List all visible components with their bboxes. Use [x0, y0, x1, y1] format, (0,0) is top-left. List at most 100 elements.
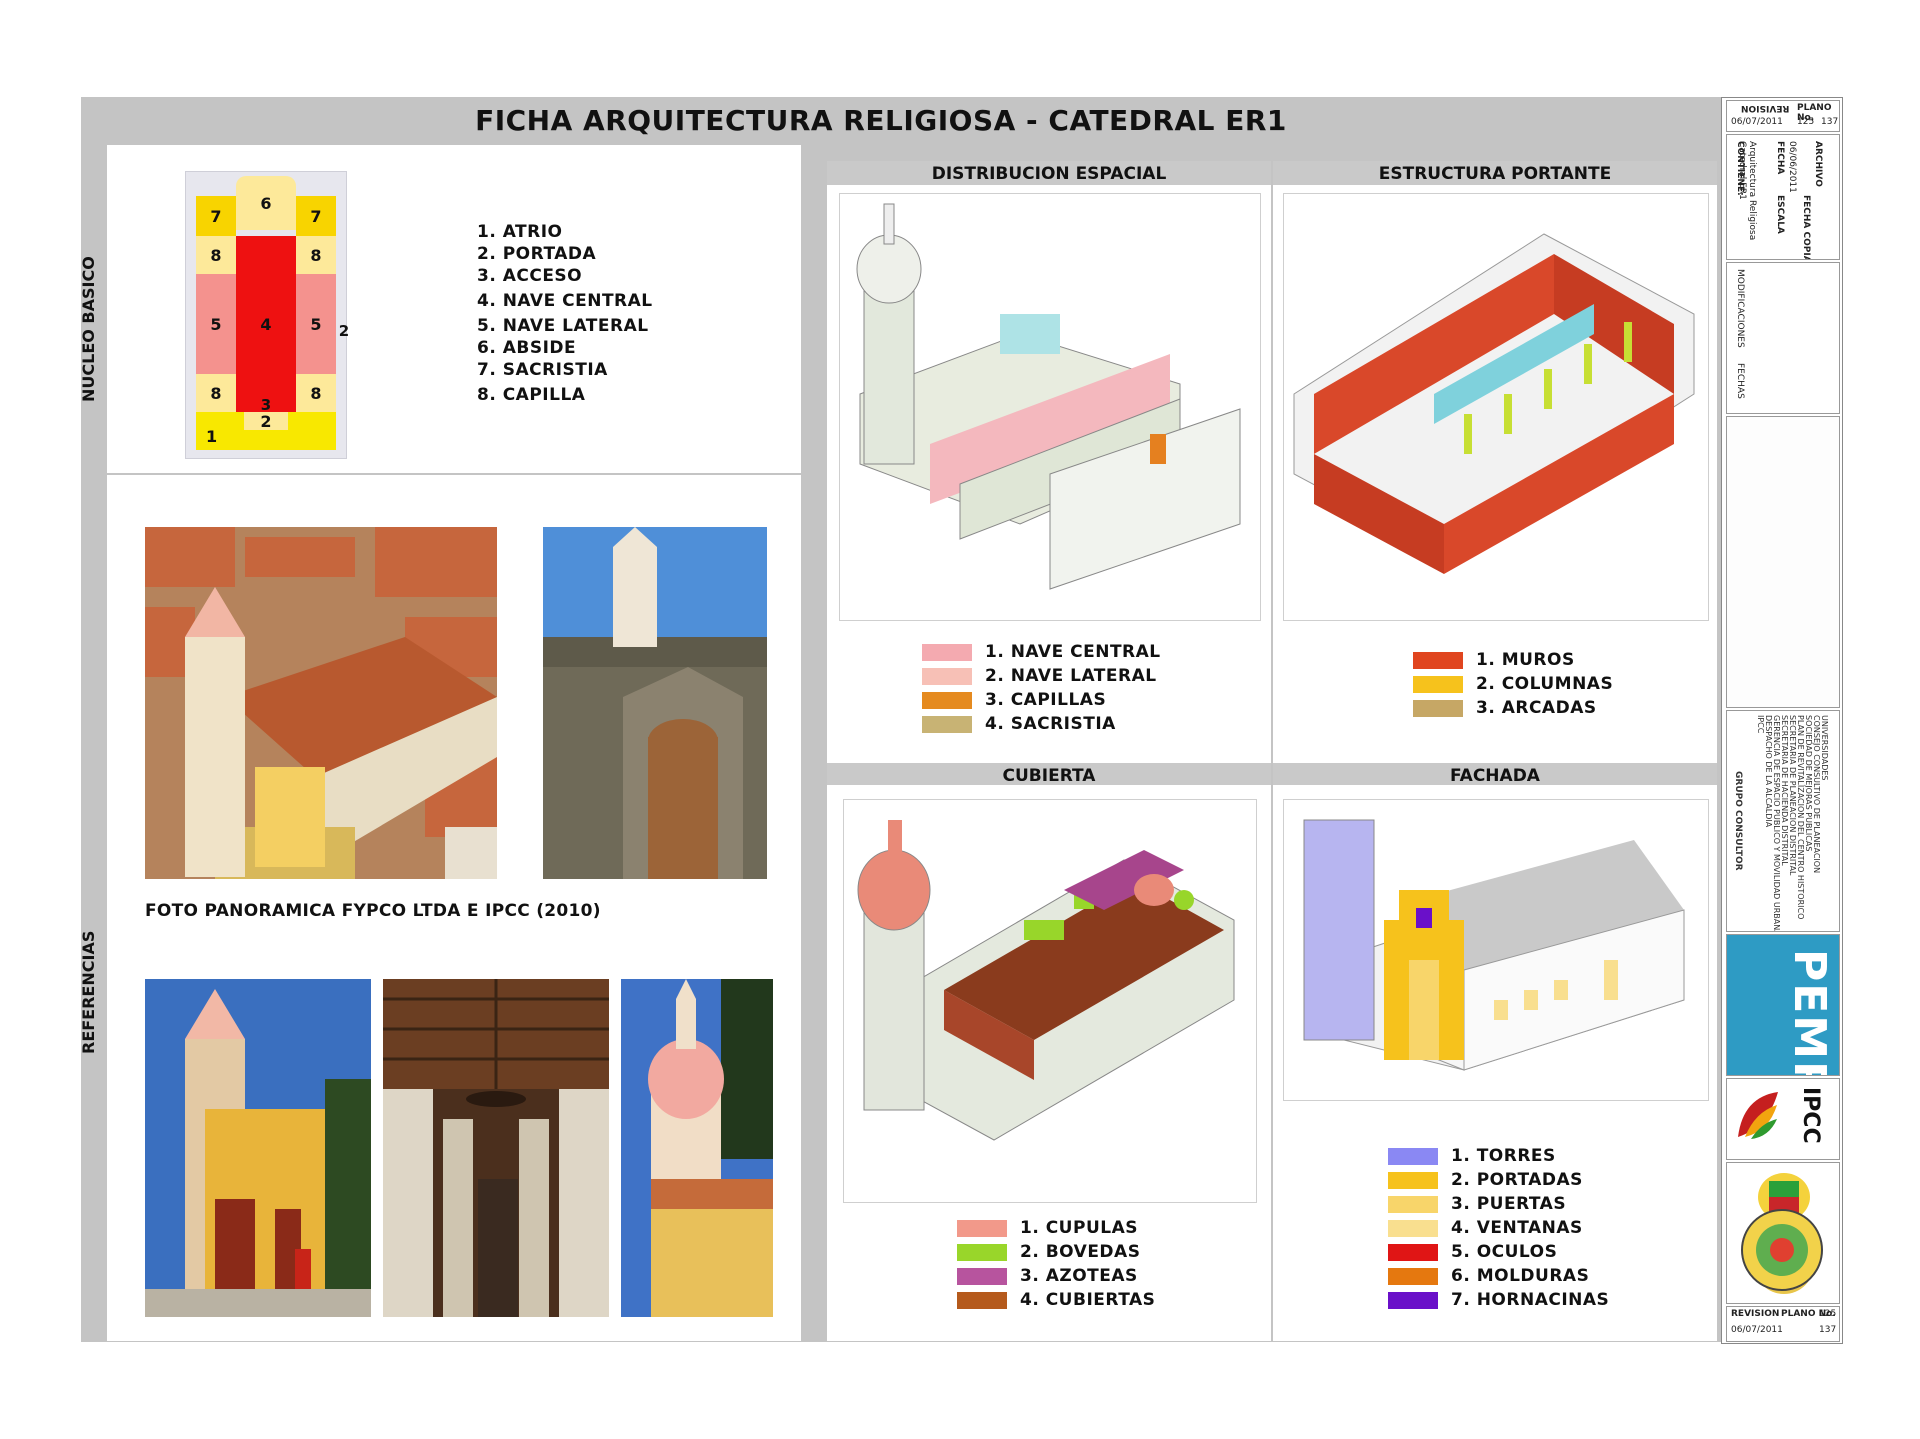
cubierta-panel-body: 1. CUPULAS 2. BOVEDAS 3. AZOTEAS 4. CUBI… — [827, 785, 1271, 1341]
tb-fecha-copia: FECHA COPIA — [1801, 195, 1811, 260]
cubierta-model — [843, 799, 1257, 1203]
legend-swatch — [957, 1220, 1007, 1237]
drawing-sheet: FICHA ARQUITECTURA RELIGIOSA - CATEDRAL … — [79, 97, 1843, 1344]
tb-top-num2: 137 — [1821, 117, 1839, 127]
tb-top-date: 06/07/2011 — [1731, 117, 1783, 127]
pemp-logo-text: PEMP — [1784, 949, 1835, 1076]
legend-swatch — [922, 668, 972, 685]
tb-bottom-plano: PLANO No. — [1781, 1309, 1836, 1319]
plan-sacristia-right: 7 — [296, 196, 336, 236]
nucleo-legend-item: 8. CAPILLA — [477, 385, 586, 405]
fachada-model — [1283, 799, 1709, 1101]
tb-contiene: CONTIENE: Arquitectura Religiosa Catedra… — [1726, 134, 1840, 260]
nucleo-legend-item: 2. PORTADA — [477, 244, 597, 264]
plan-capilla-lr: 8 — [296, 374, 336, 412]
legend-swatch — [1413, 700, 1463, 717]
nucleo-legend-item: 3. ACCESO — [477, 266, 583, 286]
portal-photo — [543, 527, 767, 879]
tb-bottom-date: 06/07/2011 — [1731, 1325, 1783, 1335]
tb-modificaciones: MODIFICACIONES FECHAS — [1726, 262, 1840, 414]
legend-swatch — [1388, 1148, 1438, 1165]
tb-bottom-num1: 125 — [1819, 1309, 1837, 1319]
legend-swatch — [957, 1268, 1007, 1285]
nucleo-legend-item: 5. NAVE LATERAL — [477, 316, 649, 336]
tb-entity: UNIVERSIDADES — [1820, 715, 1829, 781]
ipcc-leaf-icon — [1733, 1087, 1783, 1147]
tb-top-plano: PLANO No. — [1797, 103, 1832, 123]
estructura-header: ESTRUCTURA PORTANTE — [1273, 161, 1717, 185]
tb-entities: IPCC DESPACHO DE LA ALCALDIA GERENCIA DE… — [1756, 715, 1837, 931]
nucleo-legend-item: 4. NAVE CENTRAL — [477, 291, 653, 311]
cartagena-seal-icon — [1738, 1206, 1826, 1294]
legend-swatch — [1388, 1172, 1438, 1189]
coat-of-arms-icon — [1749, 1167, 1819, 1227]
referencias-panel: FOTO PANORAMICA FYPCO LTDA E IPCC (2010) — [107, 475, 801, 1341]
nucleo-basico-panel: 6 7 7 8 8 5 5 4 8 8 3 1 2 2 1. ATRIO 2. … — [107, 145, 801, 473]
fachada-panel-body: 1. TORRES 2. PORTADAS 3. PUERTAS 4. VENT… — [1273, 785, 1717, 1341]
tb-fecha-value: 06/06/2011 — [1787, 141, 1797, 193]
nucleo-legend-item: 7. SACRISTIA — [477, 360, 608, 380]
tb-ipcc-logo: IPCC — [1726, 1078, 1840, 1160]
tb-escala: ESCALA — [1775, 195, 1785, 234]
estructura-model — [1283, 193, 1709, 621]
legend-swatch — [1388, 1244, 1438, 1261]
legend-swatch — [1388, 1268, 1438, 1285]
tb-fecha: FECHA — [1775, 141, 1785, 175]
legend-swatch — [922, 644, 972, 661]
legend-swatch — [1388, 1292, 1438, 1309]
interior-photo — [383, 979, 609, 1317]
plan-portada-side: 2 — [338, 322, 350, 340]
tb-contiene-value: Arquitectura Religiosa Catedral ER1 — [1737, 141, 1757, 241]
plan-nave-lateral-right: 5 — [296, 274, 336, 374]
nucleo-legend: 1. ATRIO 2. PORTADA 3. ACCESO 4. NAVE CE… — [477, 221, 653, 406]
tb-grupo-label: GRUPO CONSULTOR — [1733, 771, 1743, 871]
plan-sacristia-left: 7 — [196, 196, 236, 236]
title-block: REVISION 06/07/2011 PLANO No. 125 137 CO… — [1721, 97, 1843, 1344]
plan-nave-lateral-left: 5 — [196, 274, 236, 374]
referencias-label: REFERENCIAS — [79, 930, 98, 1054]
tb-bottom-num2: 137 — [1819, 1325, 1837, 1335]
nucleo-legend-item: 6. ABSIDE — [477, 338, 577, 358]
floor-plan: 6 7 7 8 8 5 5 4 8 8 3 1 2 2 — [185, 171, 349, 459]
nucleo-legend-item: 1. ATRIO — [477, 222, 563, 242]
nucleo-basico-label: NUCLEO BASICO — [79, 256, 98, 402]
ipcc-logo-text: IPCC — [1798, 1087, 1823, 1144]
tb-top-revision: REVISION 06/07/2011 PLANO No. 125 137 — [1726, 100, 1840, 132]
plan-portada: 2 — [244, 412, 288, 431]
tb-top-num1: 125 — [1797, 117, 1815, 127]
tower-photo — [621, 979, 773, 1317]
legend-swatch — [957, 1292, 1007, 1309]
tb-bottom-revision: REVISION 06/07/2011 PLANO No. 125 137 — [1726, 1306, 1840, 1342]
tb-archivo: ARCHIVO — [1813, 141, 1823, 187]
tb-top-revision-label: REVISION — [1741, 103, 1790, 113]
distribucion-header: DISTRIBUCION ESPACIAL — [827, 161, 1271, 185]
tb-pemp-logo: PEMP — [1726, 934, 1840, 1076]
tb-signatures — [1726, 416, 1840, 708]
fachada-header: FACHADA — [1273, 763, 1717, 787]
legend-swatch — [957, 1244, 1007, 1261]
tb-grupo-consultor: GRUPO CONSULTOR IPCC DESPACHO DE LA ALCA… — [1726, 710, 1840, 932]
tb-modificaciones-label: MODIFICACIONES — [1735, 269, 1745, 348]
distribucion-model — [839, 193, 1261, 621]
tb-bottom-revision-label: REVISION — [1731, 1309, 1780, 1319]
legend-swatch — [1388, 1196, 1438, 1213]
plan-nave-central: 4 — [236, 236, 296, 412]
legend-swatch — [1388, 1220, 1438, 1237]
plan-abside: 6 — [236, 176, 296, 230]
legend-swatch — [922, 692, 972, 709]
plan-acceso: 3 — [260, 396, 272, 414]
plan-capilla-ur: 8 — [296, 236, 336, 274]
aerial-photo — [145, 527, 497, 879]
legend-swatch — [922, 716, 972, 733]
legend-swatch — [1413, 652, 1463, 669]
plan-capilla-ll: 8 — [196, 374, 236, 412]
photo-caption: FOTO PANORAMICA FYPCO LTDA E IPCC (2010) — [145, 901, 601, 921]
plan-capilla-ul: 8 — [196, 236, 236, 274]
estructura-panel-body: 1. MUROS 2. COLUMNAS 3. ARCADAS — [1273, 179, 1717, 764]
distribucion-panel-body: 1. NAVE CENTRAL 2. NAVE LATERAL 3. CAPIL… — [827, 179, 1271, 764]
legend-swatch — [1413, 676, 1463, 693]
sheet-title: FICHA ARQUITECTURA RELIGIOSA - CATEDRAL … — [475, 104, 1287, 137]
tb-fechas-label: FECHAS — [1735, 363, 1745, 399]
facade-photo — [145, 979, 371, 1317]
cubierta-header: CUBIERTA — [827, 763, 1271, 787]
